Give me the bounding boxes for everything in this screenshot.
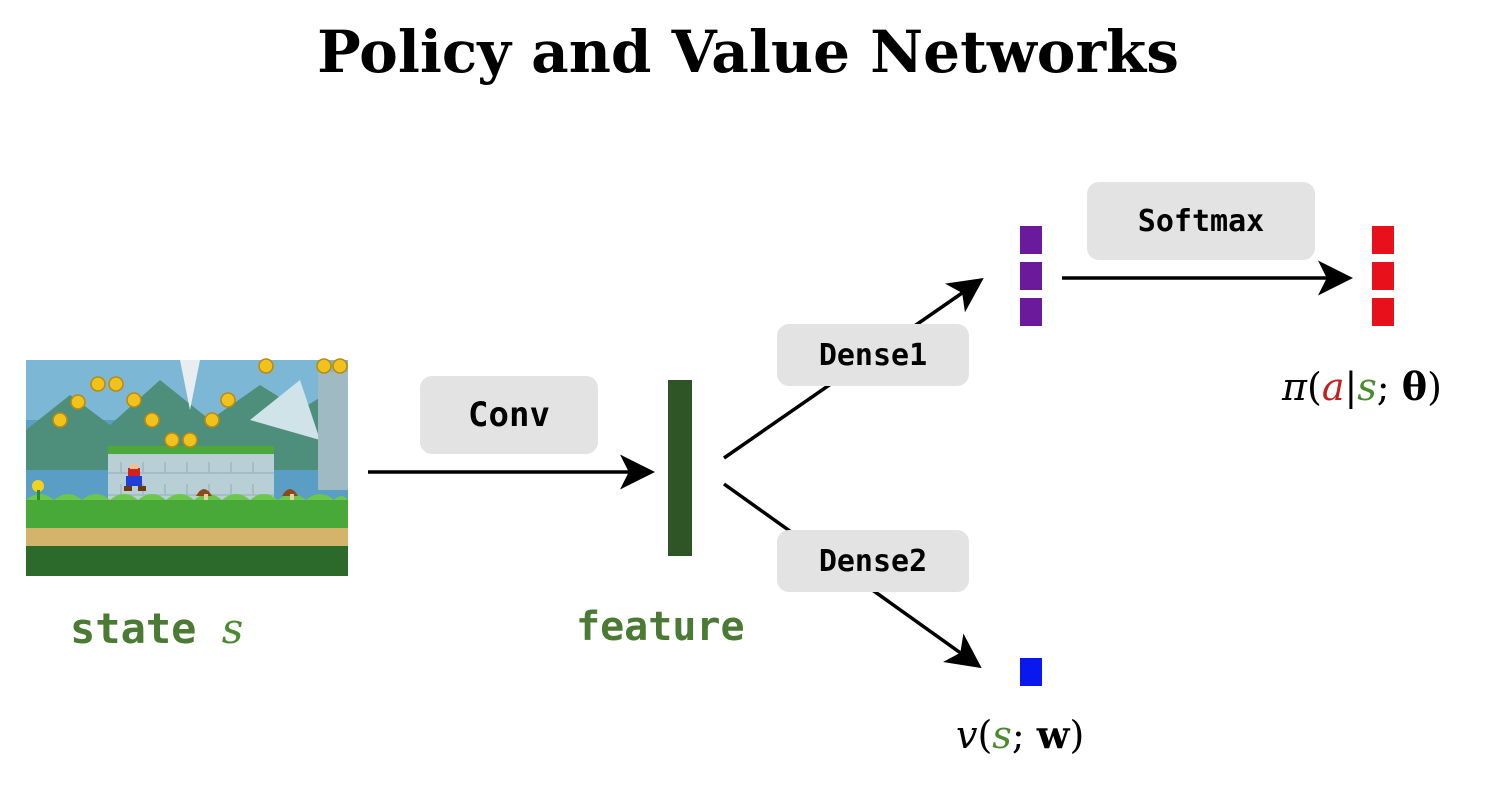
feature-vector-bar — [668, 380, 692, 556]
value-output-cell — [1020, 658, 1042, 686]
policy-open-paren: ( — [1306, 365, 1322, 409]
value-open-paren: ( — [977, 713, 993, 757]
policy-param: θ — [1401, 364, 1428, 409]
policy-output-vector — [1372, 226, 1394, 326]
value-state: s — [992, 713, 1012, 757]
policy-close-paren: ) — [1427, 365, 1442, 409]
softmax-layer-label: Softmax — [1087, 182, 1315, 260]
page-title: Policy and Value Networks — [317, 18, 1179, 86]
dense1-output-cell — [1020, 298, 1042, 326]
policy-fn: π — [1282, 365, 1307, 409]
state-label: state s — [70, 604, 243, 653]
policy-output-cell — [1372, 262, 1394, 290]
dense1-output-cell — [1020, 226, 1042, 254]
value-sep: ; — [1011, 713, 1025, 757]
policy-sep: ; — [1376, 365, 1390, 409]
dense1-output-cell — [1020, 262, 1042, 290]
state-label-text: state — [70, 604, 197, 653]
value-fn: v — [956, 713, 978, 757]
dense1-output-vector — [1020, 226, 1042, 326]
value-close-paren: ) — [1069, 713, 1085, 757]
conv-layer-label: Conv — [420, 376, 598, 454]
policy-action: a — [1321, 365, 1345, 409]
value-output-label: v(s; w) — [956, 712, 1084, 757]
policy-state: s — [1357, 365, 1377, 409]
policy-bar: | — [1344, 365, 1358, 409]
dense1-layer-label: Dense1 — [777, 324, 969, 386]
value-param: w — [1036, 712, 1070, 757]
policy-output-label: π(a|s; θ) — [1282, 364, 1442, 409]
state-symbol: s — [221, 604, 244, 653]
feature-label: feature — [576, 604, 745, 650]
game-state-image — [26, 358, 348, 576]
mario-sprite — [124, 464, 146, 491]
policy-output-cell — [1372, 298, 1394, 326]
dense2-layer-label: Dense2 — [777, 530, 969, 592]
policy-output-cell — [1372, 226, 1394, 254]
